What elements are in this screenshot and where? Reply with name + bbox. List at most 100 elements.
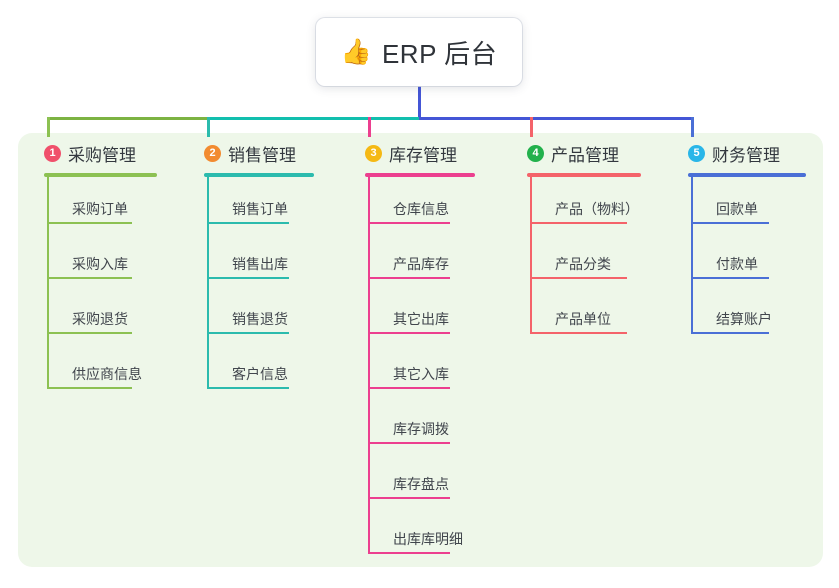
branch-item-underline bbox=[368, 222, 450, 224]
branch-item[interactable]: 采购入库 bbox=[44, 232, 157, 287]
branch-item-label: 库存盘点 bbox=[393, 476, 449, 492]
branch-item[interactable]: 客户信息 bbox=[204, 342, 314, 397]
branch-item-underline bbox=[368, 442, 450, 444]
branch-item-label: 产品分类 bbox=[555, 256, 611, 272]
branch-drop-4 bbox=[530, 117, 533, 137]
branch-items-1: 采购订单采购入库采购退货供应商信息 bbox=[44, 177, 157, 397]
branch-item[interactable]: 付款单 bbox=[688, 232, 806, 287]
branch-item[interactable]: 产品单位 bbox=[527, 287, 641, 342]
branch-item-underline bbox=[207, 387, 289, 389]
thumbs-up-emoji: 👍 bbox=[340, 37, 372, 66]
branch-item[interactable]: 出库库明细 bbox=[365, 507, 475, 562]
branch-number-badge-4: 4 bbox=[527, 144, 544, 162]
branch-item-label: 采购订单 bbox=[72, 201, 128, 217]
branch-title-5: 财务管理 bbox=[712, 145, 780, 165]
branch-item[interactable]: 产品（物料） bbox=[527, 177, 641, 232]
bus-segment-teal bbox=[207, 117, 422, 120]
branch-item[interactable]: 销售订单 bbox=[204, 177, 314, 232]
branch-item-underline bbox=[530, 277, 627, 279]
branch-drop-1 bbox=[47, 117, 50, 137]
branch-item-label: 出库库明细 bbox=[393, 531, 463, 547]
branch-item-underline bbox=[368, 552, 450, 554]
branch-underline-2 bbox=[204, 173, 314, 177]
branch-item-label: 库存调拨 bbox=[393, 421, 449, 437]
bus-segment-green bbox=[47, 117, 210, 120]
branch-column-5[interactable]: 5 财务管理回款单付款单结算账户 bbox=[688, 141, 806, 342]
branch-column-3[interactable]: 3 库存管理仓库信息产品库存其它出库其它入库库存调拨库存盘点出库库明细 bbox=[365, 141, 475, 562]
branch-item[interactable]: 仓库信息 bbox=[365, 177, 475, 232]
branch-underline-1 bbox=[44, 173, 157, 177]
root-title: ERP 后台 bbox=[381, 38, 498, 69]
branch-spine-1 bbox=[47, 177, 49, 389]
branch-drop-5 bbox=[691, 117, 694, 137]
branch-header-5[interactable]: 5 财务管理 bbox=[688, 141, 806, 165]
branch-item-label: 付款单 bbox=[716, 256, 758, 272]
branch-item-label: 采购入库 bbox=[72, 256, 128, 272]
branch-item-label: 结算账户 bbox=[716, 311, 772, 327]
branch-item-underline bbox=[207, 277, 289, 279]
branch-item[interactable]: 库存盘点 bbox=[365, 452, 475, 507]
branch-item-underline bbox=[47, 332, 132, 334]
branch-item-underline bbox=[530, 332, 627, 334]
branch-item[interactable]: 其它出库 bbox=[365, 287, 475, 342]
branch-item[interactable]: 供应商信息 bbox=[44, 342, 157, 397]
branch-underline-5 bbox=[688, 173, 806, 177]
branch-column-4[interactable]: 4 产品管理产品（物料） 产品分类产品单位 bbox=[527, 141, 641, 342]
branch-item[interactable]: 产品库存 bbox=[365, 232, 475, 287]
branch-items-5: 回款单付款单结算账户 bbox=[688, 177, 806, 342]
branch-item[interactable]: 采购退货 bbox=[44, 287, 157, 342]
branch-header-3[interactable]: 3 库存管理 bbox=[365, 141, 475, 165]
branch-item-label: 供应商信息 bbox=[72, 366, 142, 382]
branch-item-label: 其它入库 bbox=[393, 366, 449, 382]
root-node[interactable]: 👍 ERP 后台 bbox=[316, 18, 522, 86]
branch-items-2: 销售订单销售出库销售退货客户信息 bbox=[204, 177, 314, 397]
branch-number-badge-5: 5 bbox=[688, 144, 705, 162]
branch-item-underline bbox=[47, 222, 132, 224]
branch-title-1: 采购管理 bbox=[68, 145, 136, 165]
branch-item-label: 客户信息 bbox=[232, 366, 288, 382]
branch-spine-5 bbox=[691, 177, 693, 334]
branch-item[interactable]: 其它入库 bbox=[365, 342, 475, 397]
branch-item[interactable]: 产品分类 bbox=[527, 232, 641, 287]
branch-title-4: 产品管理 bbox=[551, 145, 619, 165]
branch-item-label: 采购退货 bbox=[72, 311, 128, 327]
branch-item-label: 销售退货 bbox=[232, 311, 288, 327]
branch-item-label: 其它出库 bbox=[393, 311, 449, 327]
branch-item[interactable]: 回款单 bbox=[688, 177, 806, 232]
branch-item-label: 产品库存 bbox=[393, 256, 449, 272]
branch-item-underline bbox=[368, 277, 450, 279]
branch-item-underline bbox=[207, 332, 289, 334]
branch-item-label: 销售出库 bbox=[232, 256, 288, 272]
branch-spine-3 bbox=[368, 177, 370, 554]
branch-item-underline bbox=[368, 332, 450, 334]
branch-item-underline bbox=[47, 387, 132, 389]
branch-item[interactable]: 库存调拨 bbox=[365, 397, 475, 452]
branch-title-3: 库存管理 bbox=[389, 145, 457, 165]
branch-item[interactable]: 结算账户 bbox=[688, 287, 806, 342]
branch-item[interactable]: 销售出库 bbox=[204, 232, 314, 287]
branch-item-label: 回款单 bbox=[716, 201, 758, 217]
bus-segment-blue bbox=[419, 117, 694, 120]
branch-item-label: 产品单位 bbox=[555, 311, 611, 327]
branch-spine-4 bbox=[530, 177, 532, 334]
branch-item-underline bbox=[368, 387, 450, 389]
branch-item-underline bbox=[530, 222, 627, 224]
branch-header-4[interactable]: 4 产品管理 bbox=[527, 141, 641, 165]
branch-underline-4 bbox=[527, 173, 641, 177]
branch-item[interactable]: 采购订单 bbox=[44, 177, 157, 232]
branch-item-underline bbox=[691, 222, 769, 224]
branch-title-2: 销售管理 bbox=[228, 145, 296, 165]
branch-item-underline bbox=[368, 497, 450, 499]
branch-spine-2 bbox=[207, 177, 209, 389]
root-node-content: 👍 ERP 后台 bbox=[341, 34, 497, 71]
branch-underline-3 bbox=[365, 173, 475, 177]
branch-item-underline bbox=[47, 277, 132, 279]
branch-item-underline bbox=[691, 332, 769, 334]
branch-number-badge-3: 3 bbox=[365, 144, 382, 162]
branch-item[interactable]: 销售退货 bbox=[204, 287, 314, 342]
